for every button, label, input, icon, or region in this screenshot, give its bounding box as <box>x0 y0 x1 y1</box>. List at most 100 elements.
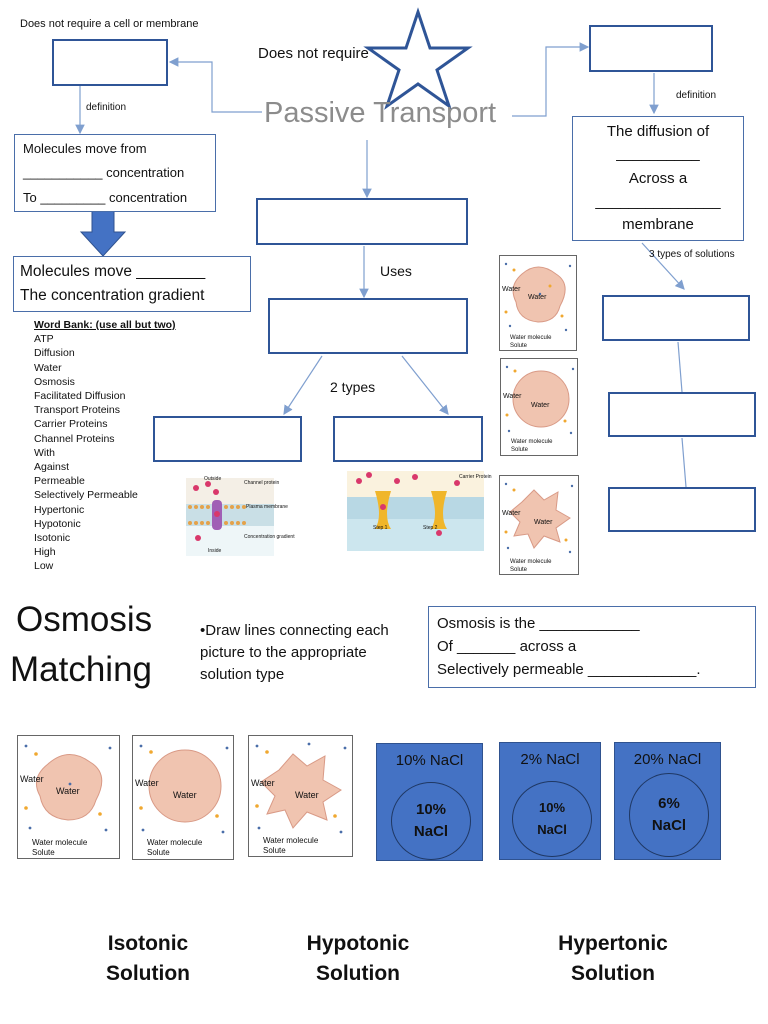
nacl-inner-circle: 6%NaCl <box>629 773 709 857</box>
water-molecule-legend: Water molecule <box>511 439 553 445</box>
nacl-outside-label: 10% NaCl <box>395 752 464 769</box>
matching-cell-round[interactable]: Water Water Water molecule Solute <box>132 735 234 860</box>
uses-label: Uses <box>380 263 412 279</box>
water-label: Water <box>503 393 522 400</box>
water-molecule-legend: Water molecule <box>32 838 88 847</box>
carrier-protein-diagram: Carrier Protein Step 1 Step 2 <box>347 471 492 551</box>
nacl-box-3[interactable]: 20% NaCl 6%NaCl <box>614 742 721 860</box>
three-types-label: 3 types of solutions <box>649 249 735 260</box>
molecules-move-line2: The concentration gradient <box>20 287 205 304</box>
nacl-outside-label: 20% NaCl <box>633 751 702 768</box>
to-concentration-text: To _________ concentration <box>23 190 188 205</box>
word-bank-item: Facilitated Diffusion <box>34 390 126 403</box>
nacl-inside-pct: 10% <box>415 801 447 818</box>
molecules-move-box: Molecules move ________ The concentratio… <box>13 256 251 312</box>
page-title: Passive Transport <box>264 97 497 129</box>
word-bank-item: ATP <box>34 333 54 346</box>
hypertonic-solution-label[interactable]: Hypertonic Solution <box>542 929 684 989</box>
down-arrow-icon <box>79 209 127 257</box>
word-bank-item: Diffusion <box>34 347 75 360</box>
word-bank-item: Channel Proteins <box>34 432 115 445</box>
matching-cell-crenated[interactable]: Water Water Water molecule Solute <box>248 735 353 857</box>
answer-box-3[interactable] <box>256 198 468 245</box>
diffusion-definition-box: The diffusion of __________ Across a ___… <box>572 116 744 241</box>
word-bank-heading: Word Bank: (use all but two) <box>34 319 176 331</box>
word-bank-item: Hypertonic <box>34 503 85 516</box>
word-bank-item: Isotonic <box>34 532 71 545</box>
cell-picture-shrivelled-top: Water Water Water molecule Solute <box>499 255 577 351</box>
top-left-note: Does not require a cell or membrane <box>20 18 199 30</box>
outside-label: Outside <box>204 476 222 482</box>
channel-protein-diagram: Outside Channel protein Plasma membrane … <box>186 476 295 556</box>
nacl-inside-unit: NaCl <box>413 823 449 840</box>
solution-name: Hypotonic <box>306 932 410 955</box>
molecules-move-from-text: Molecules move from <box>23 141 147 156</box>
water-molecule-legend: Water molecule <box>510 335 552 341</box>
two-types-label: 2 types <box>330 379 376 395</box>
water-label: Water <box>173 790 197 800</box>
blank-1: __________ <box>616 145 700 162</box>
solute-legend: Solute <box>263 846 286 855</box>
osmosis-def-line1: Osmosis is the ____________ <box>437 615 640 632</box>
word-bank-item: Carrier Proteins <box>34 418 108 431</box>
word-bank-item: Low <box>34 560 54 573</box>
word-bank-item: Permeable <box>34 475 85 488</box>
solute-legend: Solute <box>32 848 55 857</box>
water-label: Water <box>502 286 521 293</box>
answer-box-5[interactable] <box>153 416 302 462</box>
water-label: Water <box>502 510 521 517</box>
answer-box-8[interactable] <box>608 392 756 437</box>
definition-label-right: definition <box>676 90 717 101</box>
answer-box-2[interactable] <box>589 25 713 72</box>
word-bank-item: High <box>34 546 56 559</box>
solution-word: Solution <box>571 962 655 985</box>
water-label: Water <box>534 519 553 526</box>
diffusion-of-text: The diffusion of <box>606 123 710 140</box>
solute-legend: Solute <box>511 447 529 453</box>
nacl-inside-unit: NaCl <box>651 817 687 834</box>
isotonic-solution-label[interactable]: Isotonic Solution <box>88 929 208 989</box>
nacl-inside-pct: 10% <box>538 800 566 815</box>
osmosis-def-line2: Of _______ across a <box>437 638 577 655</box>
molecules-move-line1: Molecules move ________ <box>20 263 206 280</box>
word-bank-item: Hypotonic <box>34 517 81 530</box>
hypotonic-solution-label[interactable]: Hypotonic Solution <box>290 929 426 989</box>
nacl-inside-unit: NaCl <box>537 822 567 837</box>
osmosis-definition-box: Osmosis is the ____________ Of _______ a… <box>428 606 756 688</box>
step2-label: Step 2 <box>423 525 438 531</box>
osmosis-def-line3: Selectively permeable _____________. <box>437 661 701 678</box>
answer-box-4[interactable] <box>268 298 468 354</box>
nacl-outside-label: 2% NaCl <box>520 751 580 768</box>
word-bank-item: Water <box>34 361 62 374</box>
water-molecule-legend: Water molecule <box>510 559 552 565</box>
nacl-box-1[interactable]: 10% NaCl 10% NaCl <box>376 743 483 861</box>
word-bank-item: Selectively Permeable <box>34 489 138 502</box>
nacl-box-2[interactable]: 2% NaCl 10% NaCl <box>499 742 601 860</box>
from-concentration-text: ___________ concentration <box>23 165 185 180</box>
word-bank-item: Osmosis <box>34 375 75 388</box>
nacl-inner-circle: 10% NaCl <box>391 782 471 860</box>
inside-label: Inside <box>208 548 222 554</box>
carrier-protein-label: Carrier Protein <box>459 474 492 480</box>
cell-picture-round-middle: Water Water Water molecule Solute <box>500 358 578 456</box>
water-label: Water <box>531 402 550 409</box>
answer-box-1[interactable] <box>52 39 168 86</box>
molecules-move-from-box: Molecules move from ___________ concentr… <box>14 134 216 212</box>
answer-box-9[interactable] <box>608 487 756 532</box>
matching-cell-shrivelled[interactable]: Water Water Water molecule Solute <box>17 735 120 859</box>
water-label: Water <box>135 778 159 788</box>
plasma-membrane-label: Plasma membrane <box>246 504 288 510</box>
word-bank: Word Bank: (use all but two) ATP Diffusi… <box>34 318 176 574</box>
cell-picture-crenated-bottom: Water Water Water molecule Solute <box>499 475 579 575</box>
water-label: Water <box>528 294 547 301</box>
definition-label-left: definition <box>86 102 127 113</box>
water-label: Water <box>251 778 275 788</box>
osmosis-title-line2: Matching <box>10 650 153 689</box>
word-bank-item: Transport Proteins <box>34 404 120 417</box>
step1-label: Step 1 <box>373 525 388 531</box>
water-label: Water <box>20 774 44 784</box>
does-not-require-label: Does not require <box>258 45 369 62</box>
answer-box-6[interactable] <box>333 416 483 462</box>
answer-box-7[interactable] <box>602 295 750 341</box>
solution-word: Solution <box>316 962 400 985</box>
